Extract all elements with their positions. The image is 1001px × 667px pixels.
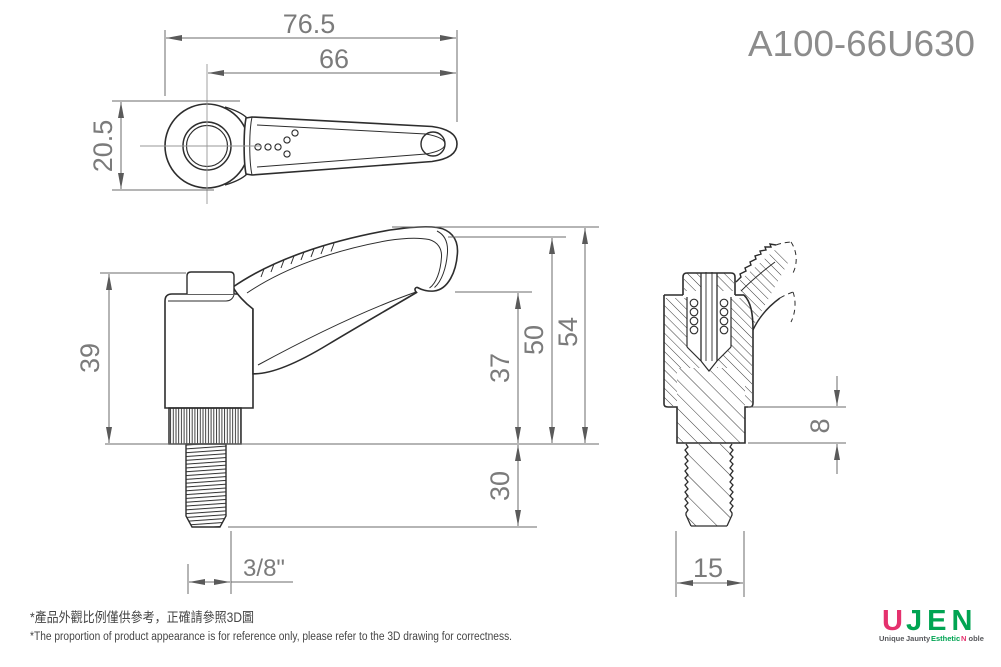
dim-underside-height (455, 291, 532, 443)
dim-thread-size (187, 531, 293, 594)
handle-inner-top-contour (246, 237, 443, 294)
handle-inner-underside-contour (257, 291, 417, 366)
top-view-dimensions (112, 30, 458, 191)
dim-label-overall-height: 54 (553, 317, 583, 347)
tip-hole-circle (420, 131, 446, 157)
dim-label-body-width: 15 (693, 553, 723, 583)
brand-letters-jen: JEN (906, 605, 977, 637)
spring-balls-right (719, 298, 729, 335)
body-top-face-line (168, 294, 235, 302)
dim-label-body-height: 39 (75, 343, 105, 373)
release-button (186, 271, 235, 294)
dim-label-boss-width: 20.5 (88, 120, 118, 173)
handle-grip-serrations (260, 243, 335, 278)
dim-thread-length (228, 445, 537, 528)
dim-overall-length (164, 30, 458, 122)
threaded-stud (185, 443, 227, 528)
dim-label-handle-center-length: 66 (319, 44, 349, 74)
arm-inner-bottom-line (256, 153, 427, 168)
tagline-word-jaunty: Jaunty (906, 634, 931, 643)
section-internals (686, 272, 732, 372)
dim-label-grip-height: 50 (519, 325, 549, 355)
dim-collar-height (748, 376, 846, 474)
dim-body-width (675, 531, 745, 597)
tagline-word-noble-n: N (961, 634, 966, 643)
section-stud-thread (684, 443, 734, 527)
spring-balls-left (689, 298, 699, 335)
section-view-dimensions (675, 376, 846, 597)
arm-inner-top-line (256, 124, 427, 135)
dim-grip-height (448, 236, 566, 443)
front-view-dimensions (100, 226, 599, 594)
dim-overall-height (392, 226, 599, 443)
brand-letter-u: U (882, 605, 903, 637)
part-number: A100-66U630 (748, 23, 975, 64)
indicator-dots (254, 129, 299, 158)
footnote-chinese: *產品外觀比例僅供參考，正確請參照3D圖 (30, 609, 254, 625)
knurled-nut (168, 407, 242, 445)
section-view (663, 241, 797, 527)
dim-label-thread-length: 30 (485, 471, 515, 501)
brand-wordmark: U JEN (882, 605, 977, 637)
dim-boss-width (112, 100, 240, 191)
brand-logo: U JEN Unique Jaunty Esthetic N oble (879, 605, 984, 643)
dim-label-overall-length: 76.5 (283, 9, 336, 39)
dim-label-underside-height: 37 (485, 353, 515, 383)
handle-outline (231, 226, 459, 375)
footnote-english: *The proportion of product appearance is… (30, 631, 512, 643)
brand-tagline: Unique Jaunty Esthetic N oble (879, 634, 984, 643)
section-hatching (664, 248, 789, 526)
boss-centerlines (140, 64, 262, 204)
dim-label-thread-size: 3/8" (243, 555, 285, 582)
front-view (164, 226, 459, 528)
dim-label-collar-height: 8 (805, 418, 835, 433)
clamp-body-outline (164, 293, 254, 409)
footnotes: *產品外觀比例僅供參考，正確請參照3D圖 *The proportion of … (30, 609, 512, 643)
boss-arm-fillet-bottom (224, 173, 248, 186)
section-outline (663, 241, 797, 444)
tagline-word-noble-rest: oble (969, 634, 984, 643)
handle-cap-inner-line (434, 230, 449, 288)
tagline-word-esthetic: Esthetic (931, 634, 960, 643)
tagline-word-unique: Unique (879, 634, 904, 643)
top-view (140, 64, 458, 204)
boss-arm-fillet-top (224, 106, 248, 119)
